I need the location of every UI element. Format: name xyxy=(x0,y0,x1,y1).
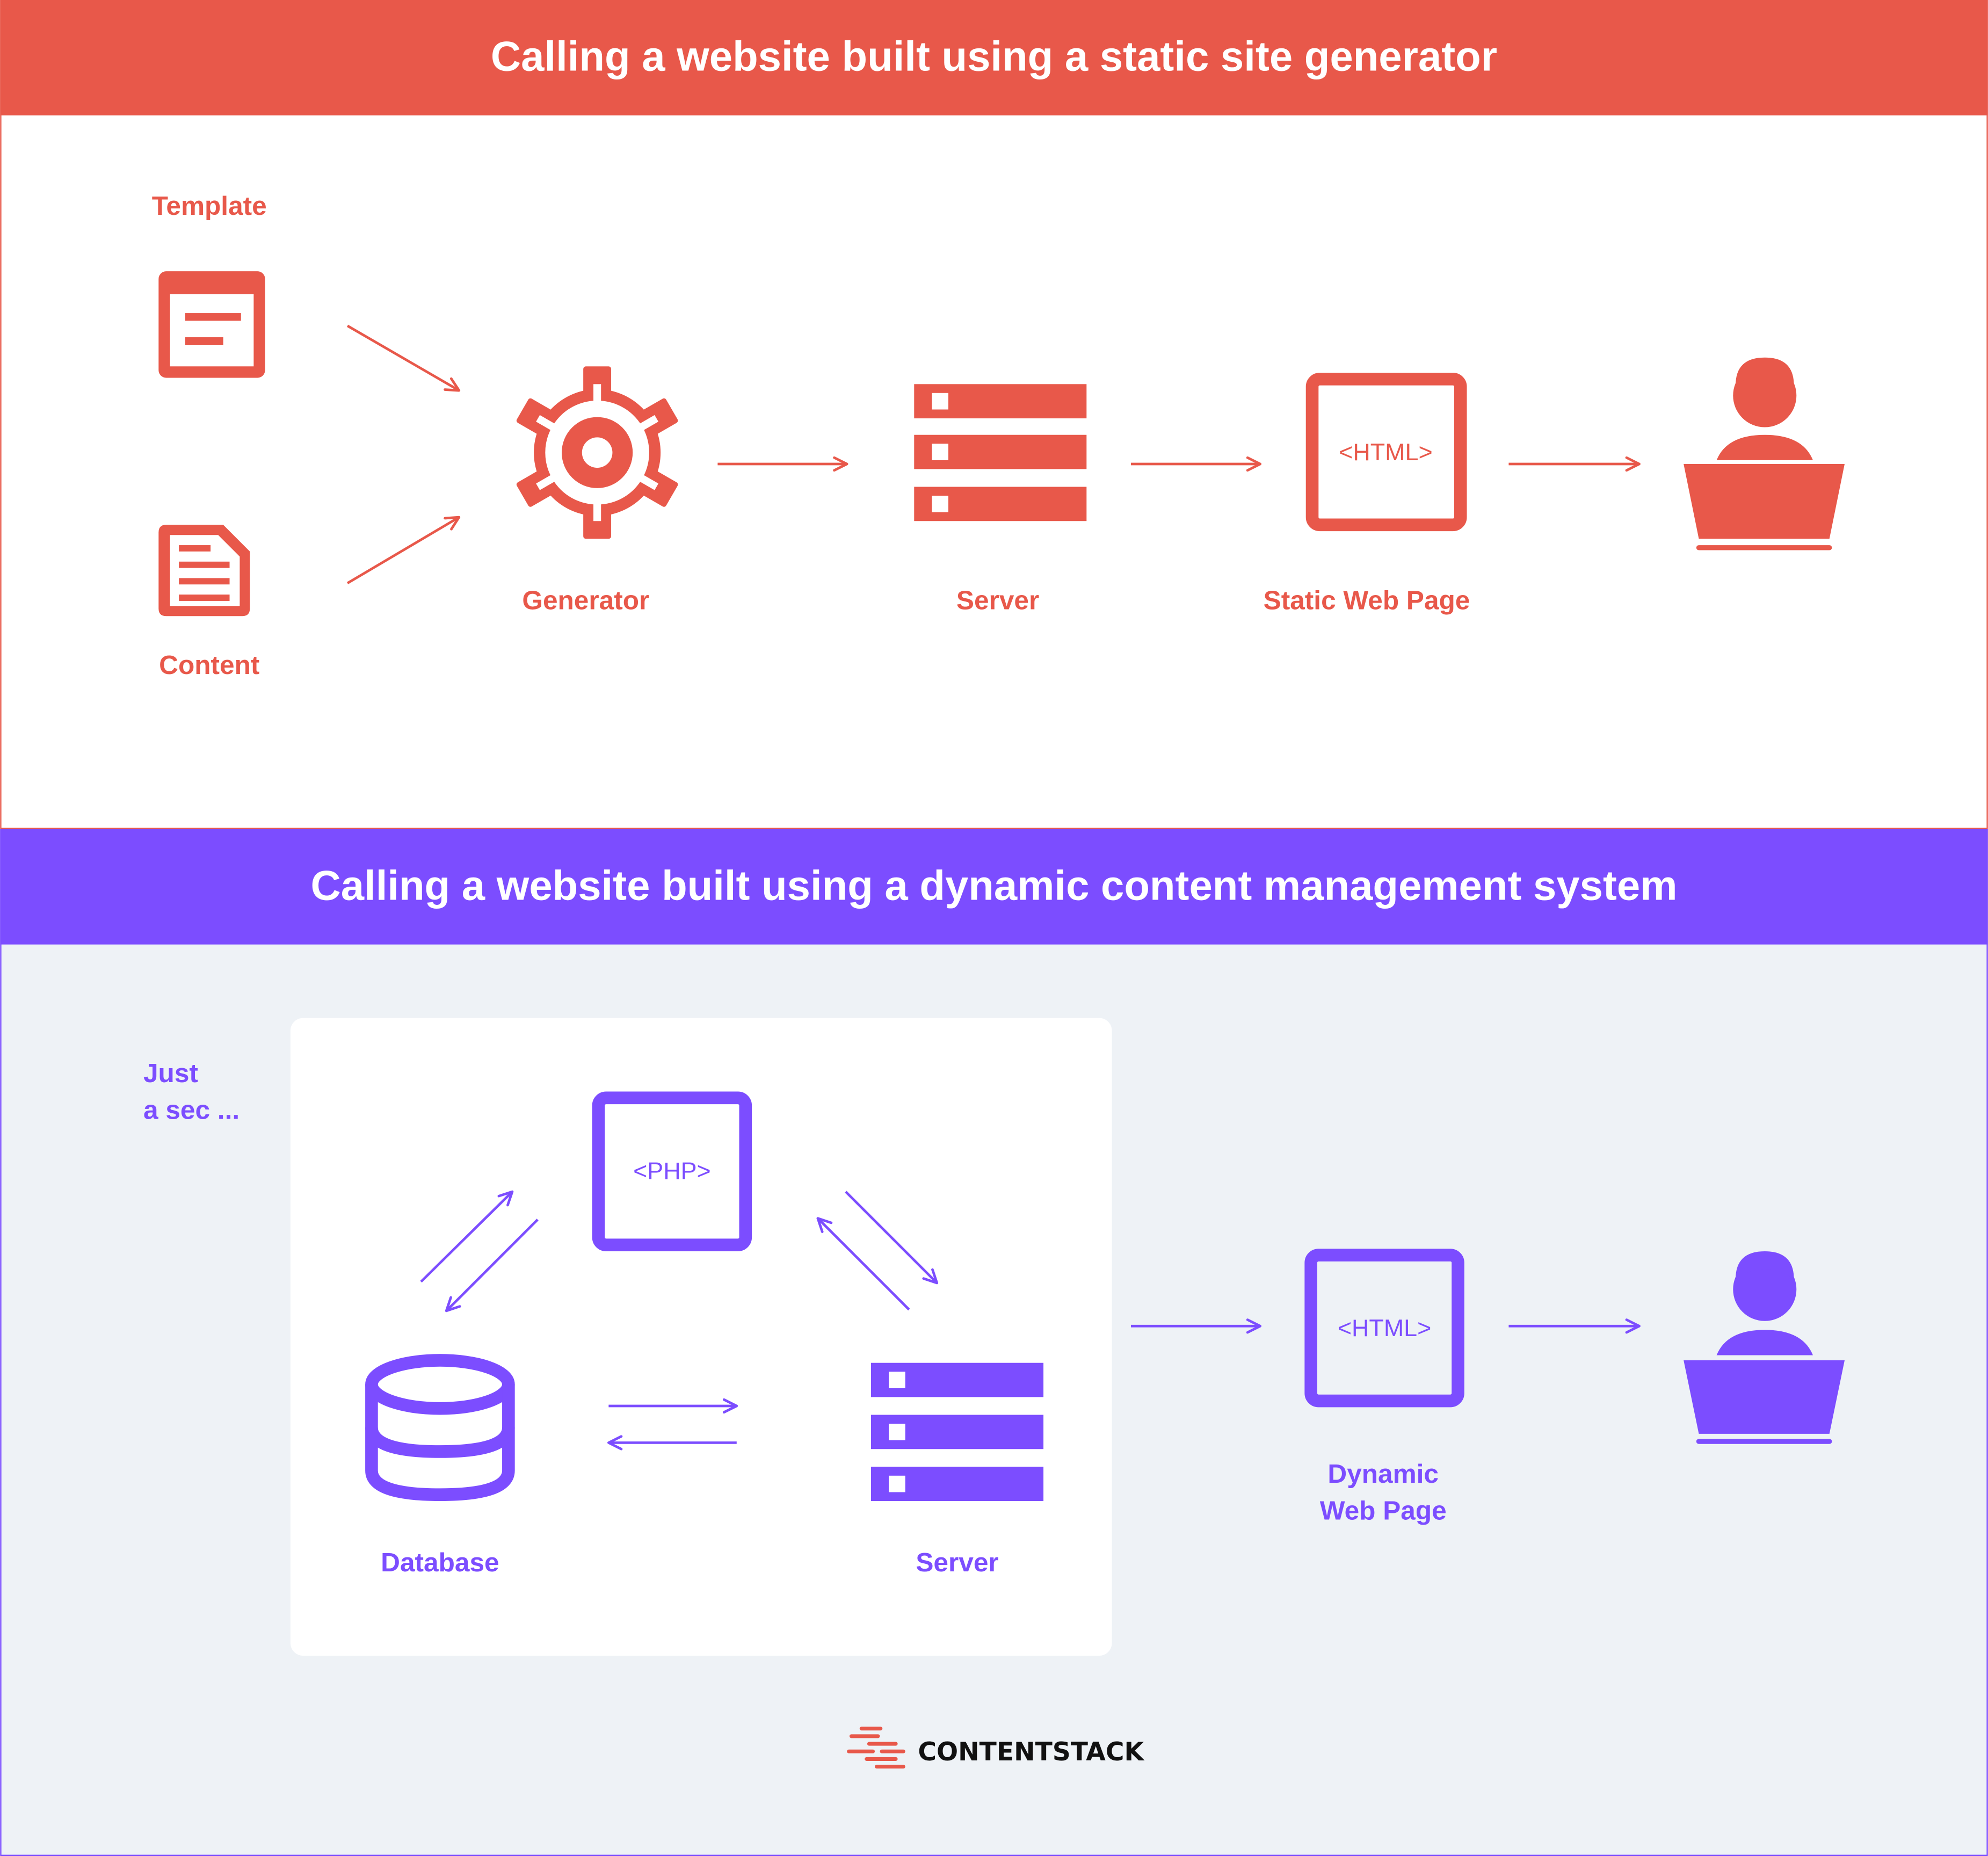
dynamic-header-bar xyxy=(0,829,1988,945)
html-page-icon: <HTML> xyxy=(1304,1249,1464,1408)
content-label: Content xyxy=(159,650,259,680)
arrow-php-to-database xyxy=(445,1219,539,1313)
dynamic-html-tag: <HTML> xyxy=(1338,1314,1431,1342)
arrow-content-to-generator xyxy=(346,516,461,584)
server-icon xyxy=(871,1362,1044,1502)
arrow-template-to-generator xyxy=(346,324,461,392)
arrow-server-to-php xyxy=(816,1217,910,1311)
template-label: Template xyxy=(152,191,267,221)
just-a-sec-note-line2: a sec ... xyxy=(143,1094,240,1125)
static-web-page-label: Static Web Page xyxy=(1264,585,1470,615)
dynamic-section: Calling a website built using a dynamic … xyxy=(0,829,1988,1856)
contentstack-logo-icon xyxy=(847,1727,905,1769)
just-a-sec-note-line1: Just xyxy=(143,1058,198,1088)
generator-label: Generator xyxy=(522,585,649,615)
dynamic-title: Calling a website built using a dynamic … xyxy=(310,861,1677,909)
static-header-bar xyxy=(0,0,1988,115)
dynamic-web-page-label-line1: Dynamic xyxy=(1327,1459,1439,1489)
user-laptop-icon xyxy=(1684,357,1845,550)
template-icon xyxy=(158,271,265,378)
server-label: Server xyxy=(956,585,1039,615)
php-tag: <PHP> xyxy=(633,1157,711,1184)
content-icon xyxy=(158,525,250,617)
arrow-database-to-php xyxy=(420,1190,514,1283)
server-icon xyxy=(914,384,1087,521)
contentstack-logo: CONTENTSTACK xyxy=(847,1727,1144,1769)
static-html-tag: <HTML> xyxy=(1339,438,1432,466)
static-section: Calling a website built using a static s… xyxy=(0,0,1988,829)
user-laptop-icon xyxy=(1684,1251,1845,1444)
database-label: Database xyxy=(381,1547,499,1577)
gear-icon xyxy=(516,366,678,539)
php-page-icon: <PHP> xyxy=(592,1091,752,1251)
html-page-icon: <HTML> xyxy=(1305,373,1467,532)
database-icon xyxy=(365,1354,515,1502)
dynamic-web-page-label-line2: Web Page xyxy=(1320,1495,1447,1525)
static-title: Calling a website built using a static s… xyxy=(491,33,1497,80)
contentstack-brand-text: CONTENTSTACK xyxy=(918,1737,1144,1767)
arrow-php-to-server xyxy=(845,1191,939,1285)
dynamic-server-label: Server xyxy=(916,1547,998,1577)
